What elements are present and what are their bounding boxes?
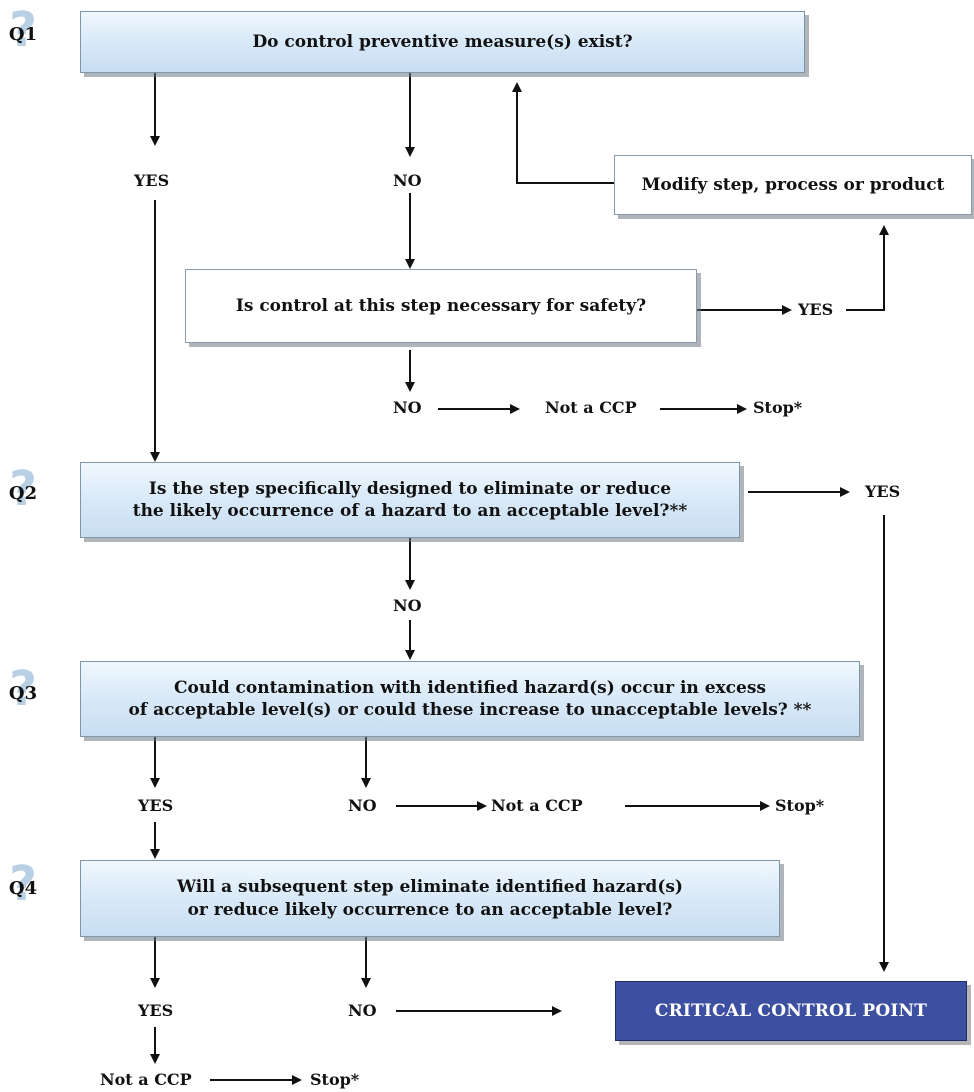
q1-badge: ? Q1	[4, 6, 42, 56]
question-mark-icon: ?	[9, 856, 37, 912]
q1-question-text: Do control preventive measure(s) exist?	[252, 31, 633, 52]
control-yes-to-modify-arrow	[846, 225, 889, 311]
q2-question-line-2: the likely occurrence of a hazard to an …	[132, 501, 688, 521]
modify-to-q1-arrow	[512, 82, 614, 184]
q3-stop-label: Stop*	[775, 796, 825, 815]
q2-badge: ? Q2	[4, 465, 42, 515]
q4-badge: ? Q4	[4, 860, 42, 910]
control-yes-label: YES	[798, 300, 834, 319]
q2-question-box: Is the step specifically designed to eli…	[80, 462, 740, 538]
q3-question-line-2: of acceptable level(s) or could these in…	[128, 700, 812, 720]
modify-step-box: Modify step, process or product	[614, 155, 972, 215]
control-necessary-box: Is control at this step necessary for sa…	[185, 269, 697, 343]
control-stop-label: Stop*	[753, 398, 803, 417]
critical-control-point-box: CRITICAL CONTROL POINT	[615, 981, 967, 1041]
q3-no-label: NO	[348, 796, 377, 815]
q4-question-line-2: or reduce likely occurrence to an accept…	[187, 899, 673, 920]
q2-tag: Q2	[8, 483, 38, 504]
q4-question-box: Will a subsequent step eliminate identif…	[80, 860, 780, 937]
q4-question-line-1: Will a subsequent step eliminate identif…	[177, 877, 683, 898]
q3-question-box: Could contamination with identified haza…	[80, 661, 860, 737]
control-necessary-text: Is control at this step necessary for sa…	[235, 295, 647, 316]
q4-no-label: NO	[348, 1001, 377, 1020]
q4-tag: Q4	[8, 878, 38, 899]
q2-no-label: NO	[393, 596, 422, 615]
q2-yes-label: YES	[865, 482, 901, 501]
q3-badge: ? Q3	[4, 665, 42, 715]
q4-stop-label: Stop*	[310, 1070, 360, 1089]
q1-yes-label: YES	[134, 171, 170, 190]
question-mark-icon: ?	[9, 461, 37, 517]
q3-tag: Q3	[8, 683, 38, 704]
q4-yes-label: YES	[138, 1001, 174, 1020]
q3-yes-label: YES	[138, 796, 174, 815]
question-mark-icon: ?	[9, 2, 37, 58]
q2-question-line-1: Is the step specifically designed to eli…	[148, 478, 672, 499]
modify-step-text: Modify step, process or product	[641, 174, 945, 195]
control-no-label: NO	[393, 398, 422, 417]
q1-no-label: NO	[393, 171, 422, 190]
q3-question-line-1: Could contamination with identified haza…	[174, 677, 766, 698]
control-not-ccp-label: Not a CCP	[545, 398, 637, 417]
q1-tag: Q1	[8, 24, 38, 45]
q1-question-box: Do control preventive measure(s) exist?	[80, 11, 805, 73]
question-mark-icon: ?	[9, 661, 37, 717]
critical-control-point-text: CRITICAL CONTROL POINT	[654, 1001, 928, 1021]
q3-not-ccp-label: Not a CCP	[491, 796, 583, 815]
q4-not-ccp-label: Not a CCP	[100, 1070, 192, 1089]
